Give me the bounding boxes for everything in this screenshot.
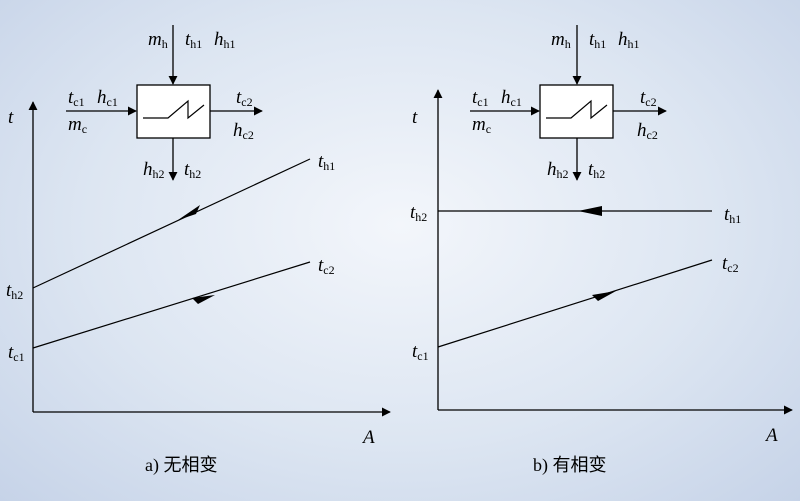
panel-a-hot-arrow xyxy=(178,205,200,220)
panel-b-graph xyxy=(433,25,793,415)
panel-b-exchanger-box xyxy=(539,84,614,139)
panel-a-hx-right-t: tc2 xyxy=(236,87,253,109)
panel-a-label-th2: th2 xyxy=(6,280,24,302)
panel-a-label-th1: th1 xyxy=(318,151,336,173)
panel-a-cold-arrow xyxy=(192,295,215,304)
panel-a-hot-line xyxy=(32,158,311,289)
panel-a-hx-top-m: mh xyxy=(148,29,168,51)
panel-b-hx-top-m: mh xyxy=(551,29,571,51)
panel-a-hx-top-t: th1 xyxy=(185,29,203,51)
panel-b-y-axis-label: t xyxy=(412,107,418,128)
panel-a-cold-line xyxy=(32,261,311,349)
panel-a-hx-bottom-t: th2 xyxy=(184,159,202,181)
panel-a-y-axis-label: t xyxy=(8,107,14,128)
panel-a-hx-left-m: mc xyxy=(68,114,88,136)
panel-a-exchanger-zigzag xyxy=(143,99,205,120)
panel-b-hx-left-t: tc1 xyxy=(472,87,489,109)
panel-b-cold-arrow xyxy=(592,291,616,301)
panel-b-hx-left-h: hc1 xyxy=(501,87,522,109)
panel-a-hx-left-h: hc1 xyxy=(97,87,118,109)
panel-b-caption: b) 有相变 xyxy=(533,455,607,475)
panel-b-exchanger-zigzag xyxy=(546,99,608,120)
panel-a-hx-top-h: hh1 xyxy=(214,29,236,51)
panel-b-cold-line xyxy=(437,259,713,348)
panel-b-label-th2: th2 xyxy=(410,202,428,224)
panel-a-hx-right-h: hc2 xyxy=(233,120,254,142)
panel-a-label-tc2: tc2 xyxy=(318,255,335,277)
panel-a-caption: a) 无相变 xyxy=(145,455,218,475)
panel-b-x-axis-label: A xyxy=(766,425,778,446)
panel-a-x-axis-label: A xyxy=(363,427,375,448)
panel-a-exchanger-box xyxy=(136,84,211,139)
panel-b-hx-left-m: mc xyxy=(472,114,492,136)
panel-a-hx-bottom-h: hh2 xyxy=(143,159,165,181)
panel-b-hx-right-h: hc2 xyxy=(637,120,658,142)
panel-b-hx-bottom-h: hh2 xyxy=(547,159,569,181)
panel-a-graph xyxy=(28,25,391,417)
panel-b-hx-right-t: tc2 xyxy=(640,87,657,109)
panel-b-label-tc2: tc2 xyxy=(722,253,739,275)
panel-b-hx-bottom-t: th2 xyxy=(588,159,606,181)
panel-a-label-tc1: tc1 xyxy=(8,342,25,364)
panel-b-hx-top-h: hh1 xyxy=(618,29,640,51)
panel-b-label-tc1: tc1 xyxy=(412,341,429,363)
panel-a-hx-left-t: tc1 xyxy=(68,87,85,109)
panel-b-label-th1: th1 xyxy=(724,204,742,226)
panel-b-hot-arrow xyxy=(578,206,602,216)
panel-b-hx-top-t: th1 xyxy=(589,29,607,51)
